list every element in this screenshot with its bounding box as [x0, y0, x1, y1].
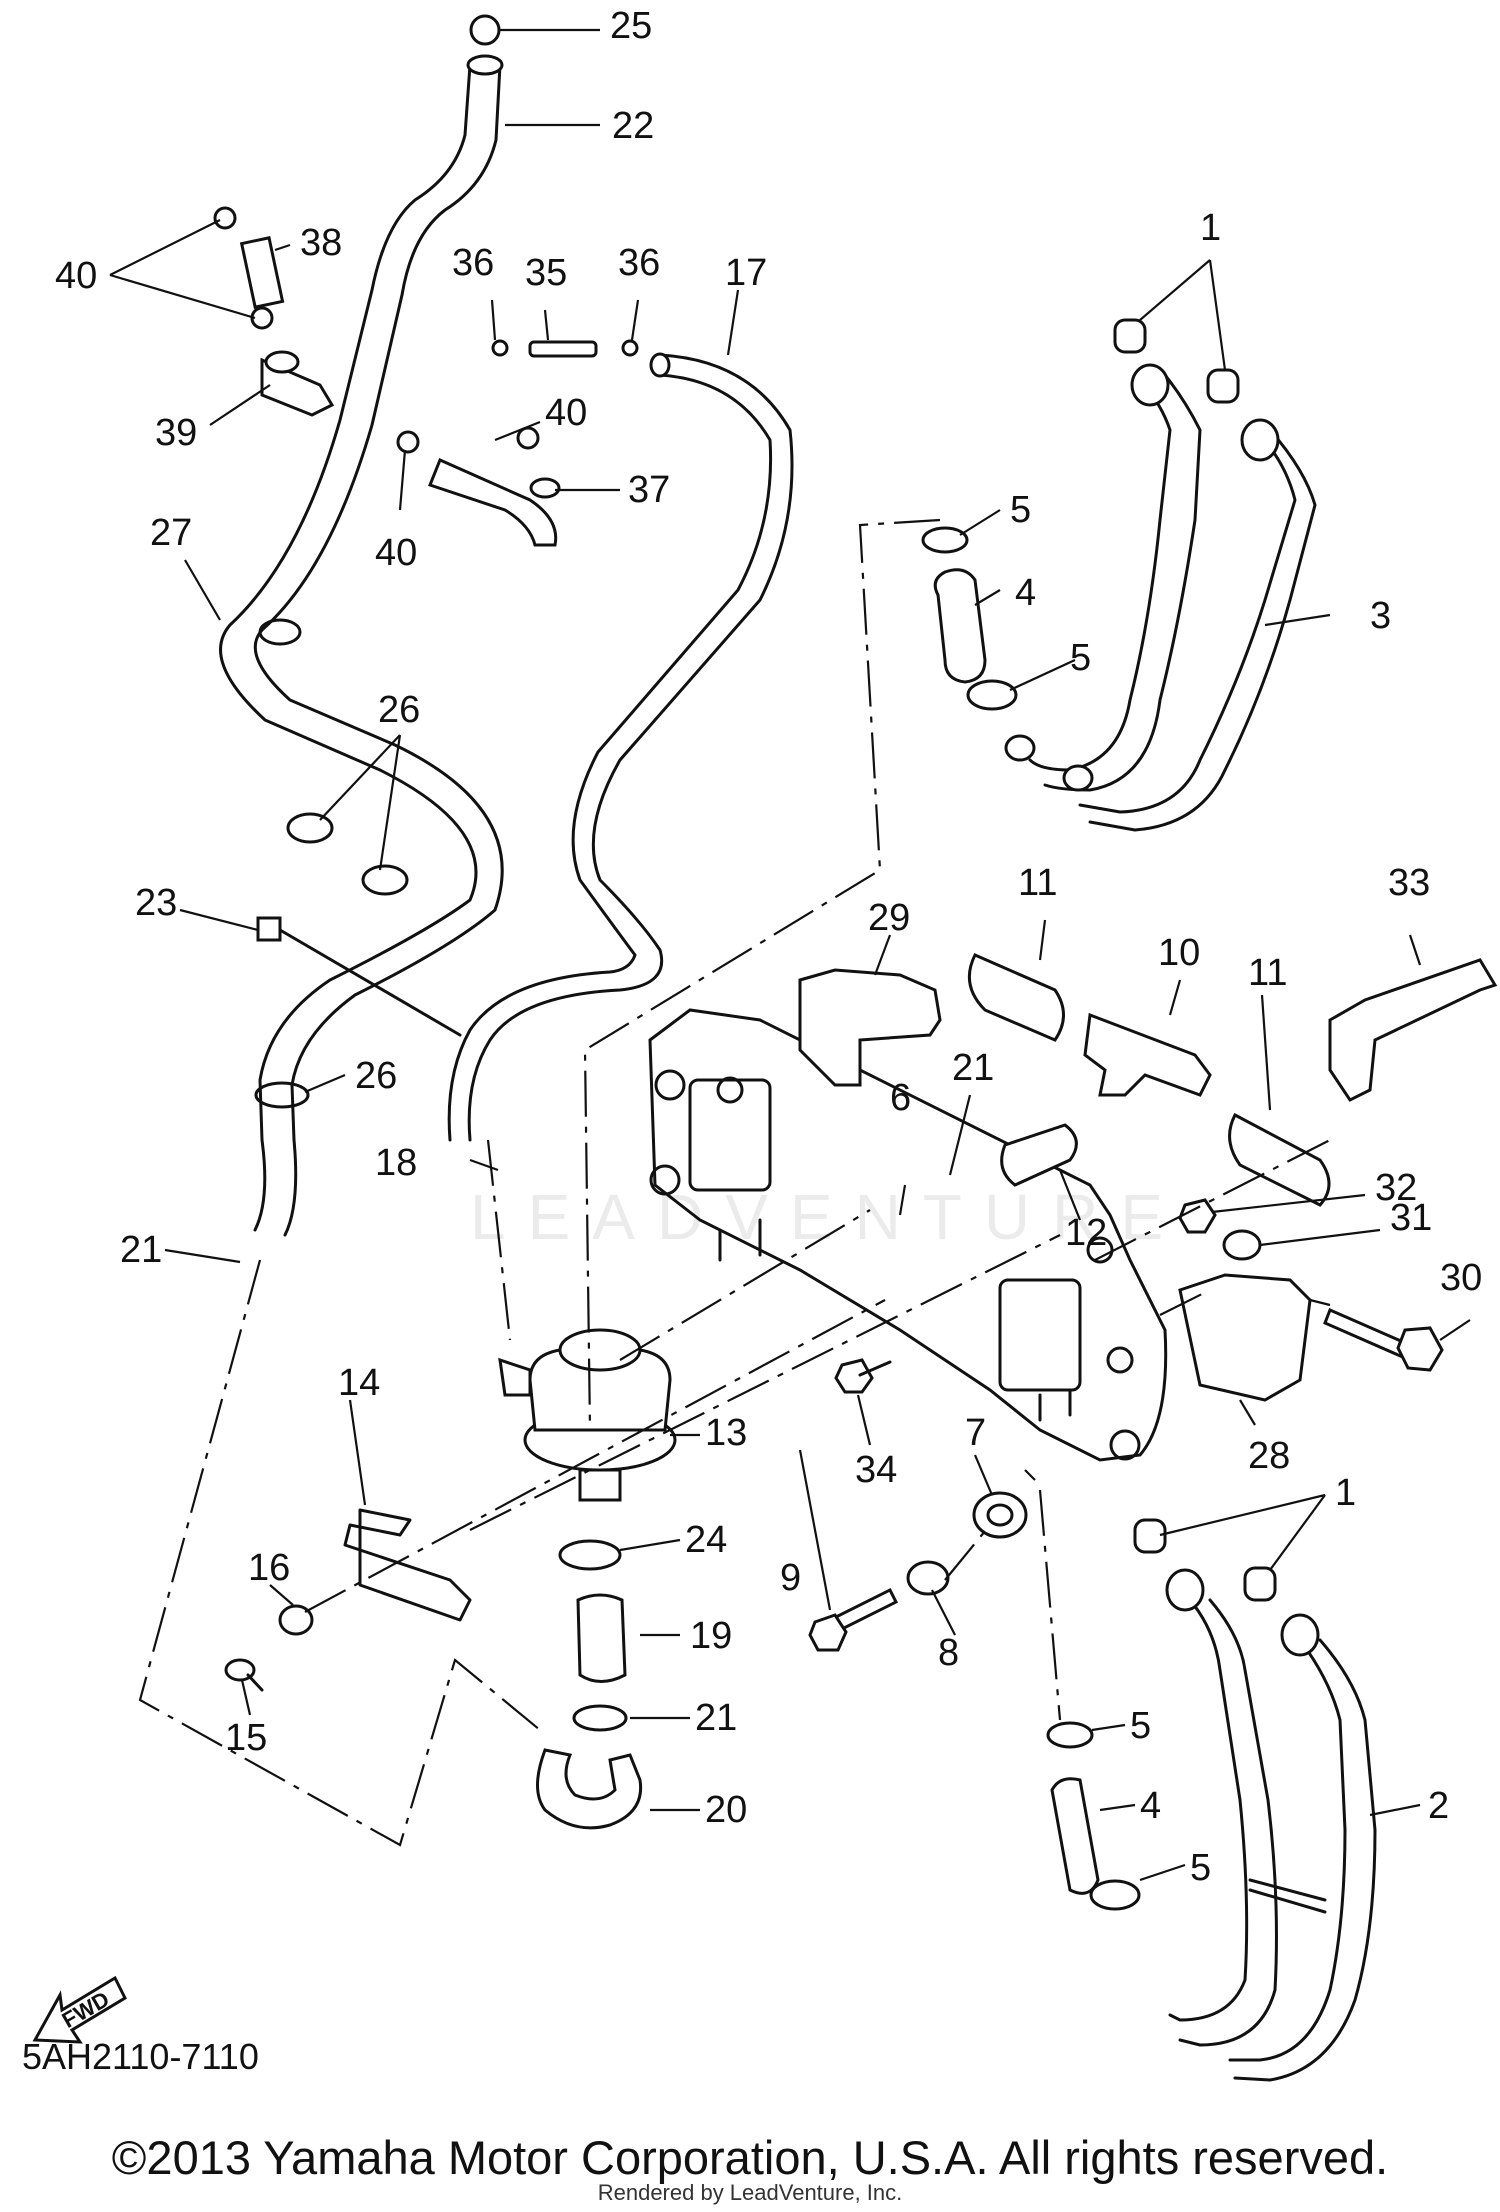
- pipe-assembly-3: [1004, 318, 1317, 832]
- callout: 5: [1070, 637, 1091, 679]
- callout: 19: [690, 1615, 732, 1657]
- hose-38: [239, 236, 285, 309]
- clips-40-36: [213, 14, 639, 454]
- callout: 29: [868, 897, 910, 939]
- fwd-arrow-icon: FWD: [32, 1975, 127, 2044]
- callout: 7: [965, 1412, 986, 1454]
- bolt-34: [834, 1358, 892, 1394]
- pipe-10: [1083, 1012, 1212, 1097]
- callout: 33: [1388, 862, 1430, 904]
- bracket-14: [343, 1508, 472, 1622]
- callout: 8: [938, 1632, 959, 1674]
- pipe-assembly-2: [1133, 1518, 1377, 2082]
- tube-11-left: [967, 953, 1065, 1042]
- callout: 26: [378, 689, 420, 731]
- callout: 23: [135, 882, 177, 924]
- callout: 28: [1248, 1435, 1290, 1477]
- callout: 14: [338, 1362, 380, 1404]
- bracket-29: [798, 968, 942, 1087]
- callout: 40: [545, 392, 587, 434]
- callout: 40: [55, 255, 97, 297]
- callout: 31: [1390, 1197, 1432, 1239]
- sensor-23: [256, 916, 462, 1037]
- callout: 5: [1010, 489, 1031, 531]
- callout: 24: [685, 1519, 727, 1561]
- callout: 11: [1018, 862, 1057, 904]
- callout: 30: [1440, 1257, 1482, 1299]
- callout: 34: [855, 1449, 897, 1491]
- clamps-26-27: [254, 618, 409, 1109]
- callouts: 25 22 38 40 36 35 36 17 1 39 40 40 37 5 …: [55, 5, 1482, 1889]
- callout: 36: [452, 242, 494, 284]
- bracket-33: [1328, 958, 1498, 1102]
- callout: 1: [1335, 1472, 1356, 1514]
- callout: 32: [1375, 1167, 1417, 1209]
- joint-35: [528, 340, 598, 358]
- callout: 26: [355, 1055, 397, 1097]
- callout: 20: [705, 1789, 747, 1831]
- callout: 22: [612, 105, 654, 147]
- clamp-21-lower: [572, 1704, 628, 1732]
- hose-20: [536, 1748, 643, 1830]
- callout: 16: [248, 1547, 290, 1589]
- callout: 18: [375, 1142, 417, 1184]
- hose-4-upper: [921, 526, 1018, 711]
- clamp-24: [558, 1539, 622, 1571]
- callout: 1: [1200, 207, 1221, 249]
- callout: 2: [1428, 1785, 1449, 1827]
- callout: 11: [1248, 952, 1287, 994]
- assembly-lines: [138, 518, 1331, 1847]
- callout: 21: [952, 1047, 994, 1089]
- catalog-code: 5AH2110-7110: [22, 2036, 259, 2077]
- hose-4-lower: [1046, 1721, 1141, 1911]
- hose-37: [428, 457, 561, 547]
- leader-lines: [109, 28, 1471, 1882]
- callout: 38: [300, 222, 342, 264]
- callout: 17: [725, 252, 767, 294]
- callout: 40: [375, 532, 417, 574]
- callout: 4: [1015, 572, 1036, 614]
- callout: 10: [1158, 932, 1200, 974]
- callout: 36: [618, 242, 660, 284]
- grommet-16: [278, 1604, 314, 1636]
- mounting-plate-6: [648, 1008, 1168, 1462]
- watermark: LEADVENTURE: [470, 1181, 1185, 1253]
- callout: 5: [1130, 1705, 1151, 1747]
- valve-13: [498, 1328, 677, 1502]
- callout: 37: [628, 469, 670, 511]
- hose-22: [219, 54, 504, 1237]
- copyright-notice: ©2013 Yamaha Motor Corporation, U.S.A. A…: [111, 2131, 1389, 2184]
- callout: 21: [120, 1229, 162, 1271]
- washer-31: [1222, 1229, 1262, 1261]
- bolt-30: [1323, 1307, 1444, 1372]
- callout: 15: [225, 1717, 267, 1759]
- callout: 39: [155, 412, 197, 454]
- callout: 12: [1065, 1212, 1107, 1254]
- callout: 27: [150, 512, 192, 554]
- grommet-7: [972, 1491, 1028, 1539]
- callout: 35: [525, 252, 567, 294]
- callout: 6: [890, 1077, 911, 1119]
- callout: 25: [610, 5, 652, 47]
- callout: 5: [1190, 1847, 1211, 1889]
- callout: 9: [780, 1557, 801, 1599]
- tube-11-right: [1228, 1112, 1331, 1207]
- tube-12: [1000, 1123, 1078, 1187]
- bracket-28: [1178, 1273, 1312, 1402]
- hose-19: [576, 1593, 627, 1683]
- callout: 4: [1140, 1785, 1161, 1827]
- callout: 21: [695, 1697, 737, 1739]
- nut-32: [1178, 1198, 1217, 1234]
- hose-17: [447, 352, 794, 1142]
- joint-39: [260, 350, 335, 417]
- bolt-15: [224, 1658, 264, 1692]
- bolt-9: [808, 1587, 899, 1652]
- collar-8: [906, 1560, 950, 1596]
- callout: 13: [705, 1412, 747, 1454]
- callout: 3: [1370, 595, 1391, 637]
- rendered-by-credit: Rendered by LeadVenture, Inc.: [597, 2180, 903, 2205]
